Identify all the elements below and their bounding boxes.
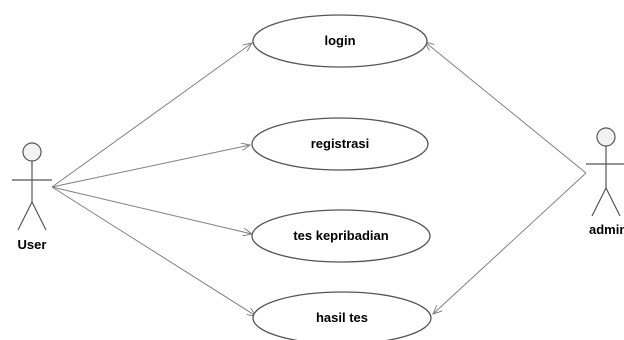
association-admin-hasil-tes — [433, 172, 587, 314]
use-case-hasil-tes: hasil tes — [252, 291, 432, 340]
association-user-registrasi — [51, 145, 250, 188]
actor-right-leg — [605, 187, 621, 217]
actor-label-admin: admin — [589, 222, 624, 237]
associations — [51, 42, 587, 316]
association-user-tes-kepribadian — [51, 186, 252, 234]
use-case-registrasi: registrasi — [251, 117, 429, 171]
actor-label-user: User — [18, 237, 47, 252]
actor-user: User — [12, 142, 52, 252]
actor-left-leg — [591, 187, 607, 217]
association-user-login — [51, 43, 252, 188]
use-case-label: tes kepribadian — [293, 228, 388, 243]
use-case-label: hasil tes — [316, 310, 368, 325]
use-case-tes-kepribadian: tes kepribadian — [251, 209, 431, 263]
actor-admin: admin — [586, 127, 624, 237]
actor-right-leg — [31, 201, 47, 231]
association-user-hasil-tes — [51, 186, 256, 316]
association-admin-login — [425, 42, 587, 174]
actor-head-icon — [22, 142, 42, 162]
actor-head-icon — [596, 127, 616, 147]
actor-left-leg — [17, 201, 33, 231]
use-case-login: login — [252, 14, 428, 68]
use-case-label: login — [324, 33, 355, 48]
use-case-label: registrasi — [311, 136, 370, 151]
